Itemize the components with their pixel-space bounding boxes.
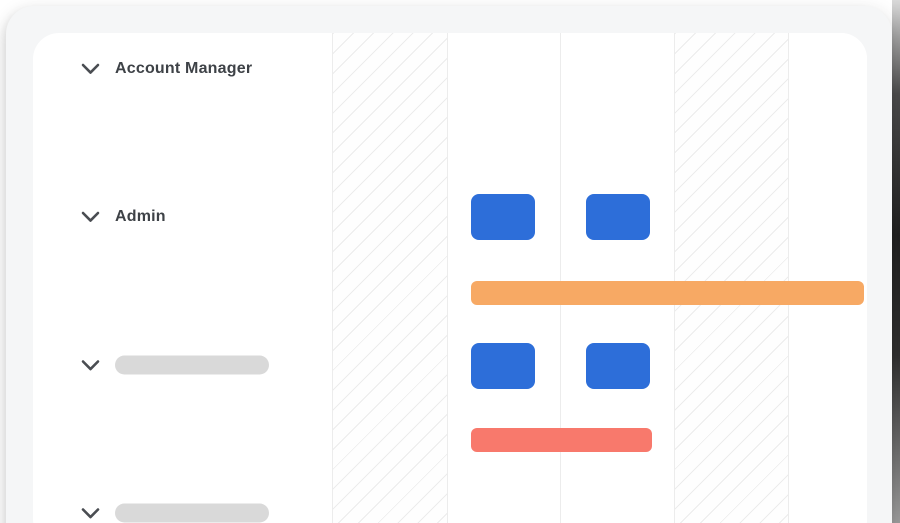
task-block[interactable] — [586, 194, 650, 240]
task-block[interactable] — [471, 343, 535, 389]
screen-right-edge-shadow — [892, 0, 900, 523]
resource-row-placeholder — [81, 355, 269, 375]
resource-label: Admin — [115, 208, 166, 225]
resource-label: Account Manager — [115, 60, 253, 77]
resource-row-placeholder — [81, 503, 269, 523]
resource-name-placeholder — [115, 355, 269, 375]
chevron-down-icon[interactable] — [81, 63, 100, 75]
chevron-down-icon[interactable] — [81, 211, 100, 223]
resource-name-placeholder — [115, 503, 269, 523]
chevron-down-icon[interactable] — [81, 507, 100, 519]
task-block[interactable] — [471, 194, 535, 240]
resource-row-admin: Admin — [81, 208, 166, 226]
span-bar-orange[interactable] — [471, 281, 864, 305]
task-block[interactable] — [586, 343, 650, 389]
resource-row-account-manager: Account Manager — [81, 60, 252, 78]
backdrop-card: Account Manager Admin — [6, 6, 892, 523]
span-bar-red[interactable] — [471, 428, 652, 452]
chevron-down-icon[interactable] — [81, 359, 100, 371]
timeline-column — [788, 33, 867, 523]
timeline-column-nonworking — [332, 33, 447, 523]
timeline-column-nonworking — [674, 33, 788, 523]
schedule-panel: Account Manager Admin — [33, 33, 867, 523]
